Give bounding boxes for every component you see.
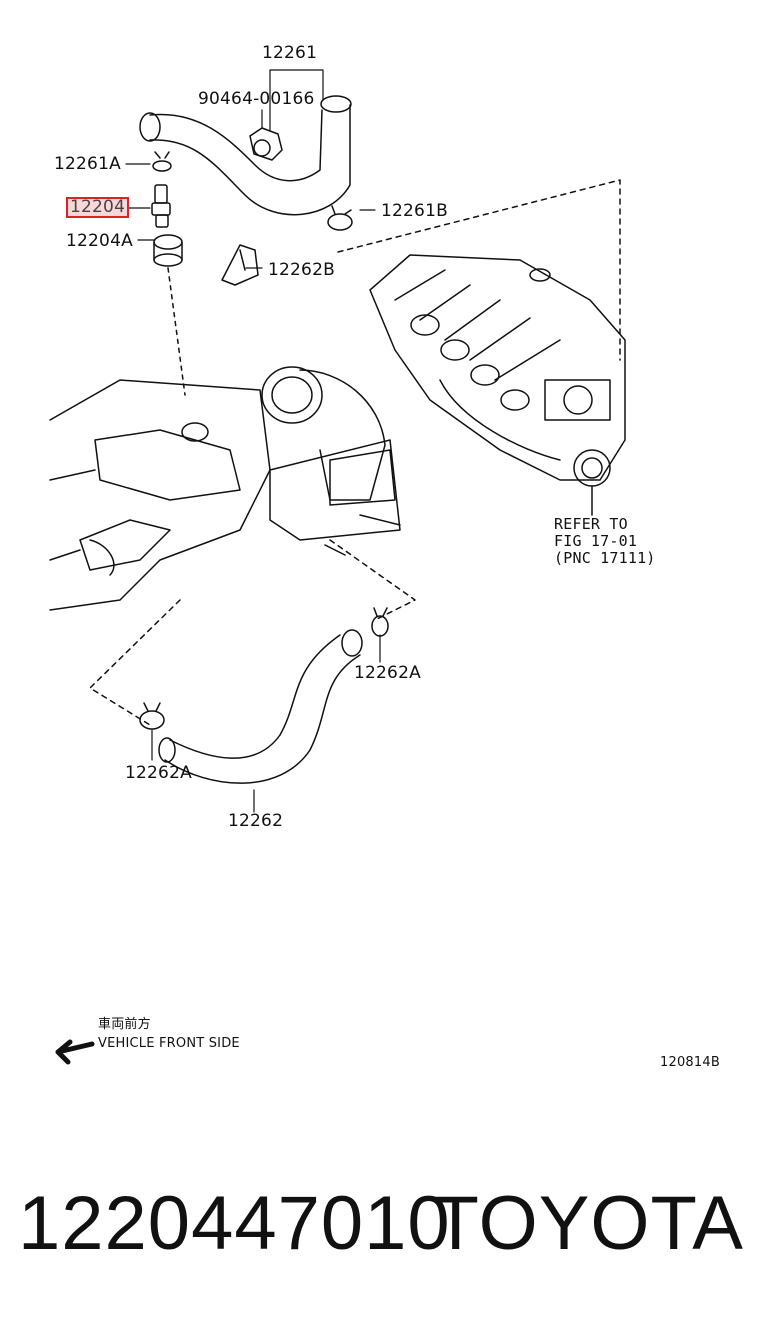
grommet-guide: [167, 267, 186, 396]
air-inlet: [261, 366, 401, 556]
label-clamp-b: 12262B: [268, 260, 335, 280]
reference-line-1: REFER TO: [554, 515, 628, 533]
reference-note: REFER TO FIG 17-01 (PNC 17111): [554, 516, 656, 567]
part-number: 1220447010: [18, 1181, 451, 1266]
diagram-code: 120814B: [660, 1055, 720, 1070]
label-clip-left: 12262A: [125, 763, 192, 783]
lower-hose: [158, 629, 363, 784]
dashed-boundary-upper: [337, 179, 621, 361]
dashed-boundary-lower: [89, 539, 416, 726]
label-clip-a: 12261A: [54, 154, 121, 174]
engine-block: [49, 379, 271, 611]
direction-english: VEHICLE FRONT SIDE: [98, 1036, 240, 1051]
footer: 1220447010 TOYOTA: [0, 1180, 760, 1290]
diagram-drawing: [49, 69, 626, 1065]
pcv-valve-shape: [151, 184, 171, 228]
intake-manifold: [369, 254, 626, 516]
clip-12261b-shape: [327, 205, 353, 231]
clip-12261a-shape: [152, 151, 172, 172]
clip-12262a-right-shape: [371, 607, 389, 637]
parts-diagram: 12261 90464-00166 12261A 12204 12204A 12…: [49, 43, 720, 1070]
reference-line-2: FIG 17-01: [554, 532, 638, 550]
label-clip-right: 12262A: [354, 663, 421, 683]
label-grommet: 12204A: [66, 231, 133, 251]
brand-name: TOYOTA: [432, 1181, 744, 1266]
clip-12262a-left-shape: [139, 702, 165, 730]
front-arrow-icon: [55, 1039, 95, 1065]
reference-line-3: (PNC 17111): [554, 549, 656, 567]
label-hose-lower: 12262: [228, 811, 284, 831]
label-clip-b: 12261B: [381, 201, 448, 221]
label-hose-upper: 12261: [262, 43, 318, 63]
label-pcv-valve-highlighted[interactable]: 12204: [66, 197, 130, 218]
leader-lines: [125, 69, 381, 813]
upper-hose: [139, 95, 352, 216]
direction-japanese: 車両前方: [98, 1017, 151, 1032]
label-clamp-upper: 90464-00166: [198, 89, 315, 109]
grommet-shape: [153, 234, 183, 267]
clamp-12262b-shape: [221, 244, 259, 286]
